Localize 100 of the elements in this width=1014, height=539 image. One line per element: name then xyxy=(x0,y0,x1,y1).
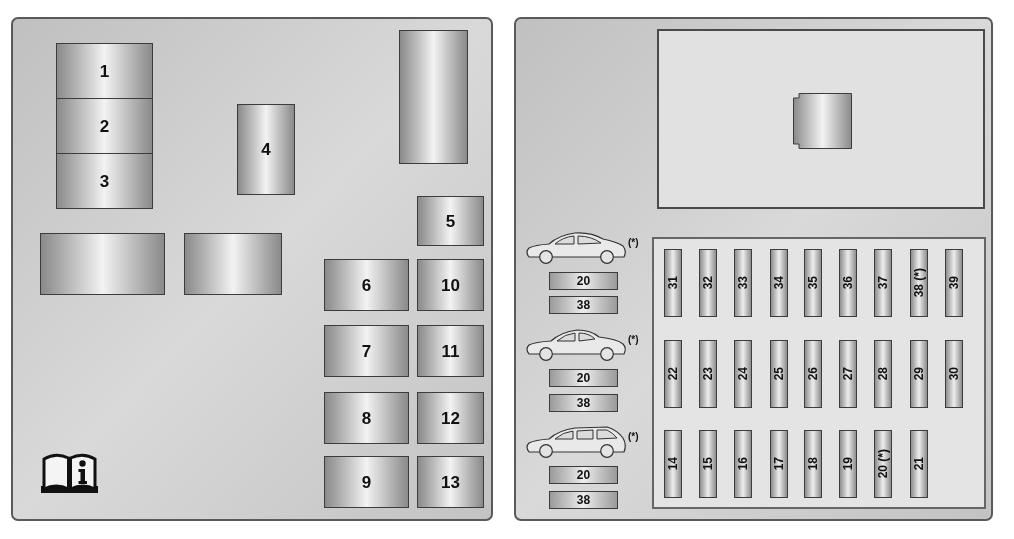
relay-number: 7 xyxy=(361,342,372,360)
fuse xyxy=(549,394,618,412)
fuse-number: 35 xyxy=(807,276,819,290)
fuse-number: 24 xyxy=(737,367,749,381)
relay-number: 4 xyxy=(261,141,271,158)
fuse-number: 39 xyxy=(948,276,960,290)
relay xyxy=(56,98,153,154)
fuse-number: 27 xyxy=(842,367,854,381)
fuse-number: 14 xyxy=(667,457,679,471)
relay-number: 11 xyxy=(441,342,460,360)
fuse xyxy=(839,249,857,317)
footnote-mark: (*) xyxy=(628,335,639,345)
fuse xyxy=(664,249,682,317)
relay xyxy=(417,456,484,508)
fuse-number: 36 xyxy=(842,276,854,290)
fuse xyxy=(734,430,752,498)
relay xyxy=(399,30,468,164)
fuse-number: 28 xyxy=(877,367,889,381)
relay-housing xyxy=(657,29,985,209)
relay-number: 9 xyxy=(361,473,372,491)
fuse xyxy=(839,430,857,498)
fuse-number: 20 xyxy=(576,372,591,384)
fuse xyxy=(770,340,788,408)
fuse-number: 20 (*) xyxy=(877,449,889,479)
relay-number: 2 xyxy=(99,117,110,135)
fuse-number: 37 xyxy=(877,276,889,290)
relay-number: 3 xyxy=(99,172,110,190)
fuse xyxy=(910,340,928,408)
fuse-number: 23 xyxy=(702,367,714,381)
fuse xyxy=(770,249,788,317)
fuse xyxy=(910,249,928,317)
fuse-number: 21 xyxy=(913,457,925,471)
fuse xyxy=(699,249,717,317)
fuse xyxy=(549,272,618,290)
fuse-panel xyxy=(11,17,493,521)
relay xyxy=(324,259,409,311)
fuse-number: 32 xyxy=(702,276,714,290)
relay xyxy=(417,196,484,246)
fuse xyxy=(734,340,752,408)
fuse xyxy=(664,340,682,408)
relay-number: 12 xyxy=(441,409,460,427)
relay xyxy=(417,259,484,311)
fuse xyxy=(874,249,892,317)
fuse-number: 38 xyxy=(576,397,591,409)
fuse-number: 18 xyxy=(807,457,819,471)
relay xyxy=(324,325,409,377)
fuse xyxy=(549,491,618,509)
fuse-number: 15 xyxy=(702,457,714,471)
fuse-number: 38 xyxy=(576,299,591,311)
relay xyxy=(324,456,409,508)
relay-number: 6 xyxy=(361,276,372,294)
fuse-number: 29 xyxy=(913,367,925,381)
relay xyxy=(184,233,282,295)
fuse xyxy=(804,430,822,498)
relay xyxy=(793,93,852,149)
fuse xyxy=(549,296,618,314)
fuse xyxy=(549,466,618,484)
relay-number: 10 xyxy=(441,276,460,294)
fuse-number: 31 xyxy=(667,276,679,290)
relay-number: 1 xyxy=(99,62,110,80)
fuse-number: 20 xyxy=(576,469,591,481)
fuse-panel xyxy=(514,17,993,521)
fuse xyxy=(945,340,963,408)
fuse-block-frame xyxy=(652,237,986,509)
fuse xyxy=(549,369,618,387)
footnote-mark: (*) xyxy=(628,238,639,248)
fuse-number: 22 xyxy=(667,367,679,381)
fuse xyxy=(699,430,717,498)
fuse xyxy=(804,340,822,408)
fuse-number: 33 xyxy=(737,276,749,290)
fuse-number: 26 xyxy=(807,367,819,381)
fuse xyxy=(839,340,857,408)
fuse-number: 19 xyxy=(842,457,854,471)
fuse xyxy=(945,249,963,317)
fuse-number: 38 (*) xyxy=(913,268,925,298)
relay-number: 8 xyxy=(361,409,372,427)
fuse xyxy=(770,430,788,498)
relay xyxy=(237,104,295,195)
fuse-number: 17 xyxy=(773,457,785,471)
fuse xyxy=(804,249,822,317)
fuse-number: 30 xyxy=(948,367,960,381)
fuse-number: 38 xyxy=(576,494,591,506)
relay xyxy=(417,325,484,377)
footnote-mark: (*) xyxy=(628,432,639,442)
fuse xyxy=(874,430,892,498)
relay xyxy=(417,392,484,444)
fuse xyxy=(874,340,892,408)
relay xyxy=(324,392,409,444)
fuse-number: 16 xyxy=(737,457,749,471)
relay-number: 5 xyxy=(445,212,456,230)
relay xyxy=(40,233,165,295)
fuse-number: 25 xyxy=(773,367,785,381)
relay-number: 13 xyxy=(441,473,460,491)
fuse-number: 34 xyxy=(773,276,785,290)
relay xyxy=(56,153,153,209)
relay xyxy=(56,43,153,99)
fuse xyxy=(910,430,928,498)
fuse xyxy=(734,249,752,317)
fuse xyxy=(699,340,717,408)
fuse-number: 20 xyxy=(576,275,591,287)
